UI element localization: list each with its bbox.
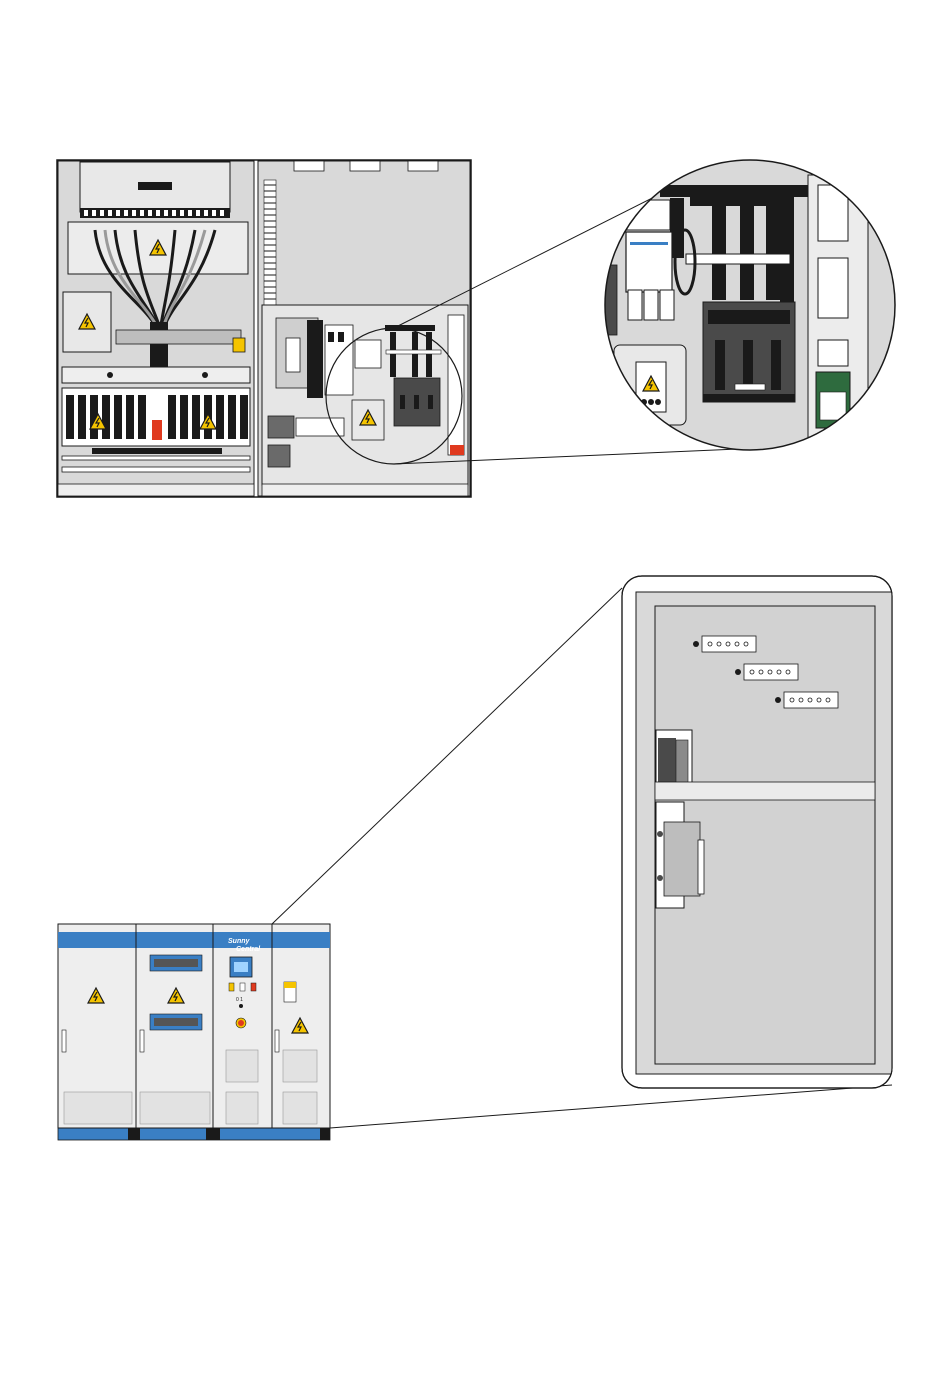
selector-label: 0 1 xyxy=(236,997,243,1003)
right-compartment xyxy=(258,161,470,496)
zoom-detail-circle xyxy=(605,160,895,455)
logo-sunny: Sunny xyxy=(228,938,250,945)
left-compartment xyxy=(58,161,254,496)
logo-central: Central xyxy=(236,946,261,953)
zoom-detail-panel xyxy=(622,576,906,1088)
